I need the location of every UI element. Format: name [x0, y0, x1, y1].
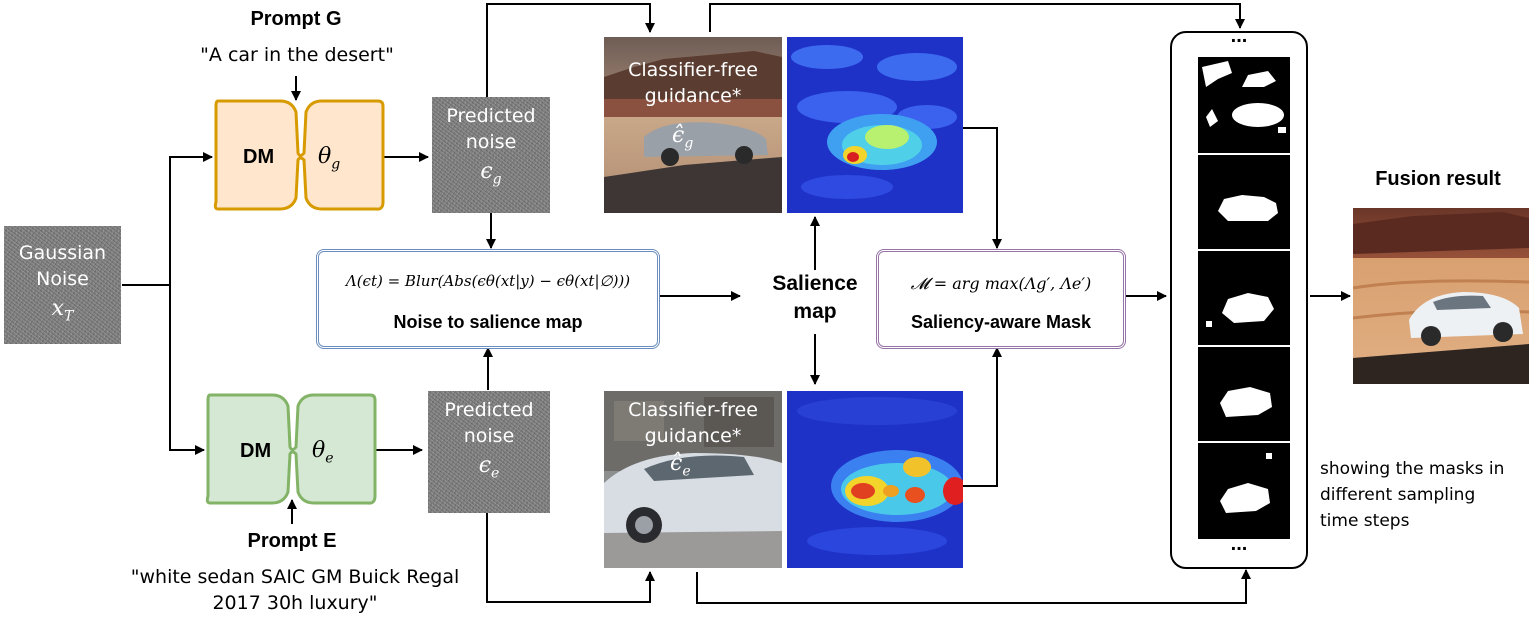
arrow-noise-to-dm-g	[122, 152, 213, 286]
cfg-g-line2: guidance*	[644, 85, 742, 107]
fusion-title: Fusion result	[1375, 168, 1501, 190]
dm-g-theta: θg	[318, 144, 341, 173]
noise-to-salience-box: Λ(ϵt) = Blur(Abs(ϵθ(xt|y) − ϵθ(xt|∅))) N…	[316, 249, 660, 349]
mask-frame-1	[1198, 57, 1290, 153]
prompt-e-text-line1: "white sedan SAIC GM Buick Regal	[130, 566, 460, 588]
dm-e-label: DM	[240, 440, 272, 462]
pred-e-var: ϵe	[478, 453, 500, 482]
arrow-heat-g-to-mask	[963, 127, 1002, 249]
heatmap-e	[787, 391, 963, 568]
mask-frame-5	[1198, 443, 1290, 539]
masks-top-dots: ...	[1230, 25, 1248, 47]
dm-g-network	[213, 99, 385, 211]
cfg-g-var: ϵ̂g	[672, 123, 694, 152]
gaussian-line2: Noise	[36, 268, 89, 290]
heatmap-g	[787, 37, 963, 213]
mask-frame-2	[1198, 155, 1290, 249]
prompt-g-title: Prompt G	[250, 8, 342, 30]
gaussian-line1: Gaussian	[18, 242, 107, 264]
cfg-g-caption: Classifier-free guidance*	[604, 57, 782, 109]
cfg-e-photo	[604, 391, 782, 568]
masks-caption: showing the masks in different sampling …	[1320, 456, 1530, 534]
heatmap-g-graphic	[787, 37, 963, 213]
arrow-cfg-e-to-panel	[696, 569, 1251, 604]
dm-e-network	[205, 393, 377, 505]
pred-g-var: ϵg	[480, 159, 502, 188]
cfg-image-g: Classifier-free guidance* ϵ̂g	[604, 37, 782, 213]
salience-map-label: Salience map	[750, 270, 880, 326]
arrow-cfg-g-to-panel	[709, 3, 1245, 32]
noise-box-title: Noise to salience map	[393, 312, 583, 332]
arrow-heat-e-to-mask	[963, 347, 1002, 487]
saliency-mask-box: 𝓜 = arg max(Λg′, Λe′) Saliency-aware Mas…	[876, 249, 1126, 349]
masks-caption-line2: different sampling	[1320, 485, 1476, 505]
gaussian-noise-image: Gaussian Noise xT	[4, 226, 121, 344]
prompt-e-text-line2: 2017 30h luxury"	[212, 592, 378, 614]
salience-line1: Salience	[772, 272, 858, 295]
pred-g-line2: noise	[465, 131, 517, 153]
predicted-noise-g: Predicted noise ϵg	[432, 97, 550, 213]
cfg-e-var: ϵ̂e	[670, 451, 691, 480]
heatmap-e-graphic	[787, 391, 963, 568]
arrow-pred-g-to-cfg	[486, 3, 655, 97]
cfg-g-line1: Classifier-free	[628, 59, 758, 81]
cfg-e-line2: guidance*	[644, 425, 742, 447]
cfg-image-e: Classifier-free guidance* ϵ̂e	[604, 391, 782, 568]
pred-g-line1: Predicted	[446, 105, 536, 127]
arrow-pred-e-to-cfg	[486, 513, 655, 603]
predicted-noise-e: Predicted noise ϵe	[428, 391, 550, 513]
cfg-e-line1: Classifier-free	[628, 399, 758, 421]
mask-formula: 𝓜 = arg max(Λg′, Λe′)	[910, 274, 1092, 293]
masks-panel: ... ...	[1170, 25, 1308, 569]
prompt-e-title: Prompt E	[247, 530, 337, 552]
fusion-image	[1353, 208, 1529, 384]
arrow-noise-to-dm-e	[169, 285, 205, 455]
cfg-g-photo	[604, 37, 782, 213]
masks-caption-line3: time steps	[1320, 511, 1410, 531]
masks-caption-line1: showing the masks in	[1320, 459, 1505, 479]
dm-g-label: DM	[243, 146, 275, 168]
mask-frame-4	[1198, 347, 1290, 441]
mask-box-title: Saliency-aware Mask	[910, 312, 1092, 332]
fusion-photo	[1353, 208, 1529, 384]
pred-e-line2: noise	[463, 425, 515, 447]
pred-e-line1: Predicted	[444, 399, 534, 421]
prompt-g-text: "A car in the desert"	[200, 44, 394, 66]
noise-formula: Λ(ϵt) = Blur(Abs(ϵθ(xt|y) − ϵθ(xt|∅)))	[345, 272, 631, 290]
salience-line2: map	[793, 300, 837, 323]
gaussian-var: xT	[51, 296, 74, 325]
mask-frame-3	[1198, 251, 1290, 345]
dm-e-theta: θe	[312, 438, 334, 467]
cfg-e-caption: Classifier-free guidance*	[604, 397, 782, 449]
